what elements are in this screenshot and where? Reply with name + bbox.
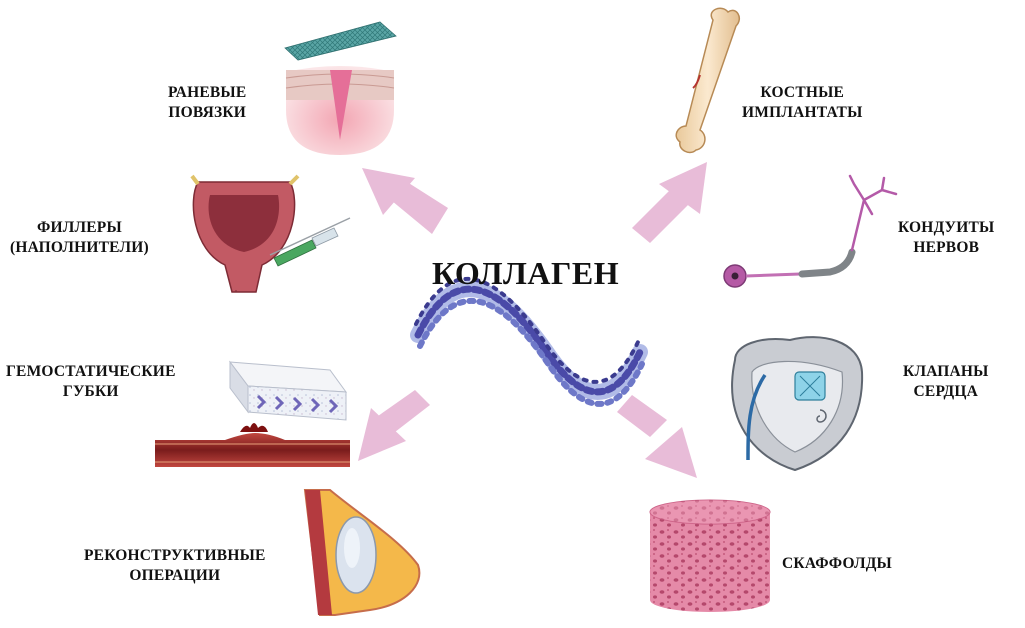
label-line: РЕКОНСТРУКТИВНЫЕ — [84, 547, 266, 564]
label-line: КЛАПАНЫ — [903, 363, 989, 380]
label-line: ГУБКИ — [62, 383, 119, 400]
label-line: ИМПЛАНТАТЫ — [742, 104, 863, 121]
label-line: НЕРВОВ — [913, 239, 980, 256]
filler-bladder-illustration — [190, 174, 300, 293]
heart-valve-illustration — [731, 336, 864, 472]
label-line: СКАФФОЛДЫ — [782, 555, 892, 572]
label-line: (НАПОЛНИТЕЛИ) — [10, 239, 149, 256]
scaffold-illustration — [649, 499, 771, 612]
label-wound-dressings: РАНЕВЫЕ ПОВЯЗКИ — [168, 83, 246, 123]
label-line: КОСТНЫЕ — [760, 84, 845, 101]
label-bone-implants: КОСТНЫЕ ИМПЛАНТАТЫ — [742, 83, 863, 123]
label-fillers: ФИЛЛЕРЫ (НАПОЛНИТЕЛИ) — [10, 218, 149, 258]
label-hemostatic-sponges: ГЕМОСТАТИЧЕСКИЕ ГУБКИ — [6, 362, 176, 402]
label-line: ФИЛЛЕРЫ — [36, 219, 122, 236]
arrow-to-scaffolds — [617, 395, 697, 478]
collagen-helix-illustration — [410, 276, 648, 407]
label-line: РАНЕВЫЕ — [168, 84, 247, 101]
breast-implant-illustration — [303, 489, 421, 616]
label-scaffolds: СКАФФОЛДЫ — [782, 554, 892, 574]
nerve-conduit-illustration — [723, 174, 898, 288]
label-reconstructive-surgery: РЕКОНСТРУКТИВНЫЕ ОПЕРАЦИИ — [84, 546, 266, 586]
label-line: ОПЕРАЦИИ — [129, 567, 221, 584]
arrow-to-wound-dressings — [362, 168, 448, 234]
label-line: ПОВЯЗКИ — [168, 104, 247, 121]
label-line: СЕРДЦА — [913, 383, 978, 400]
label-heart-valves: КЛАПАНЫ СЕРДЦА — [903, 362, 989, 402]
hemostatic-sponge-illustration — [228, 360, 348, 421]
bone-illustration — [675, 7, 740, 154]
arrow-to-bone-implants — [632, 162, 707, 243]
label-line: КОНДУИТЫ — [898, 219, 995, 236]
blood-vessel-illustration — [155, 423, 350, 467]
arrow-to-hemostatic-sponges — [358, 390, 430, 461]
wound-dressing-illustration — [284, 21, 397, 155]
label-line: ГЕМОСТАТИЧЕСКИЕ — [6, 363, 176, 380]
center-title: КОЛЛАГЕН — [432, 255, 620, 291]
label-nerve-conduits: КОНДУИТЫ НЕРВОВ — [898, 218, 994, 258]
syringe-icon — [269, 217, 351, 267]
